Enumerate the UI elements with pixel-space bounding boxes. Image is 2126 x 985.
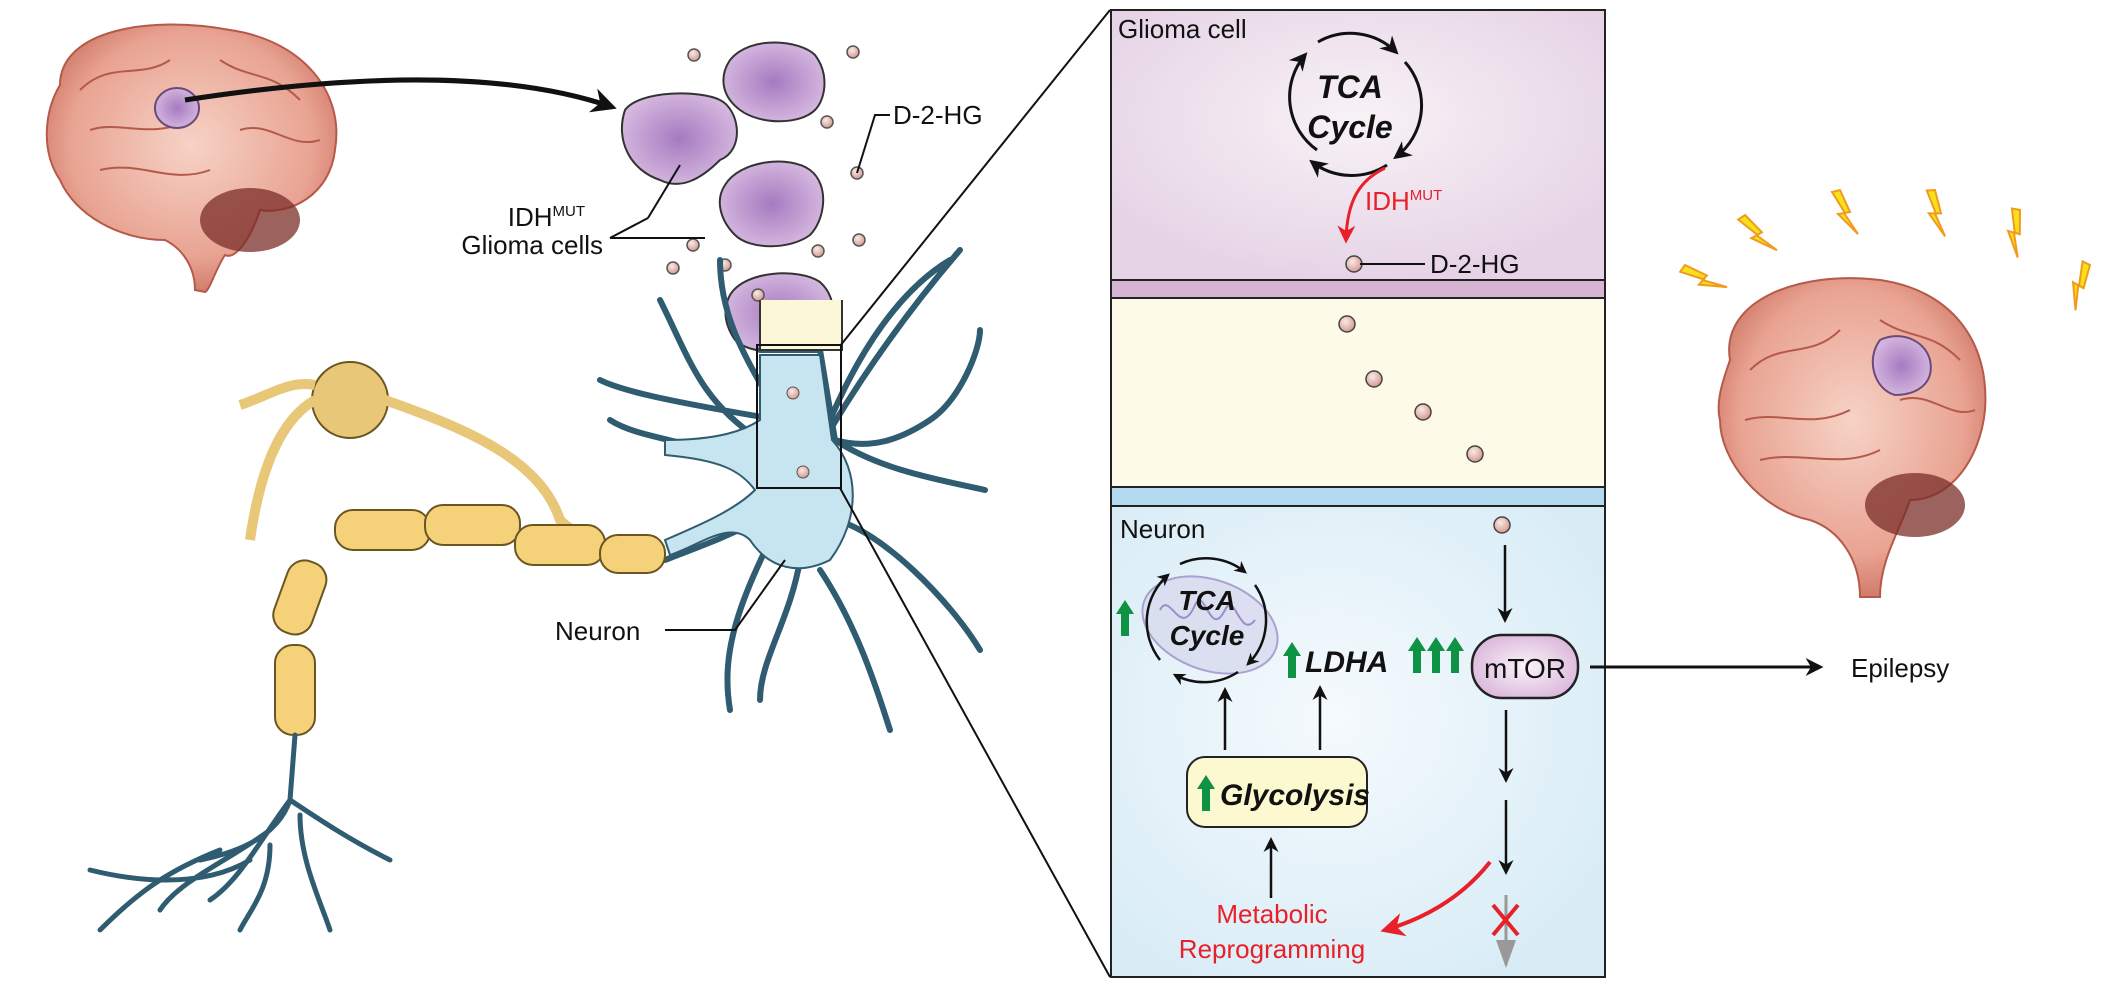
myelinated-neuron-illustration <box>87 361 666 933</box>
seizing-brain-illustration <box>1677 187 2105 598</box>
idh-mut-enzyme-label: IDHMUT <box>1365 186 1442 216</box>
d2hg-label: D-2-HG <box>893 100 983 130</box>
glioma-cells-label: Glioma cells <box>461 230 603 260</box>
mitochondrion-icon <box>1141 575 1279 675</box>
metabolic-label-line2: Reprogramming <box>1179 934 1365 964</box>
d2hg-particles <box>666 45 866 302</box>
zoom-region-box <box>756 344 842 489</box>
mtor-box <box>1470 633 1580 700</box>
glycolysis-box <box>1186 756 1368 828</box>
zoom-arrow <box>184 77 617 113</box>
neuron-illustration <box>597 247 988 733</box>
tca-label-line1: TCA <box>1317 69 1383 105</box>
ldha-label: LDHA <box>1305 646 1388 679</box>
extracellular-space <box>1110 297 1606 507</box>
inhibited-x-icon <box>1491 903 1520 937</box>
tumor <box>154 87 200 129</box>
mtor-label: mTOR <box>1484 653 1566 684</box>
neuron-label: Neuron <box>555 616 640 646</box>
tca-label-line2: Cycle <box>1307 109 1392 145</box>
glycolysis-label: Glycolysis <box>1220 779 1370 812</box>
neuron-tca-arrows <box>1145 557 1268 686</box>
glioma-cell-panel: Glioma cell TCA Cycle IDHMUT D-2-HG <box>1110 9 1606 299</box>
tca-cycle-arrows <box>1288 31 1424 178</box>
neuron-panel: Neuron TCA Cycle LDHA Glycolysis Metabol… <box>1110 505 1606 978</box>
d2hg-panel-label: D-2-HG <box>1430 249 1520 279</box>
neuron-panel-title: Neuron <box>1120 514 1205 544</box>
brain-with-tumor-illustration <box>45 23 338 294</box>
neuron-tca-line2: Cycle <box>1170 620 1245 651</box>
idh-mut-label: IDHMUT <box>508 202 585 232</box>
neuron-tca-line1: TCA <box>1178 585 1236 616</box>
glioma-panel-title: Glioma cell <box>1118 14 1247 44</box>
metabolic-label-line1: Metabolic <box>1216 899 1327 929</box>
epilepsy-label: Epilepsy <box>1851 653 1949 683</box>
